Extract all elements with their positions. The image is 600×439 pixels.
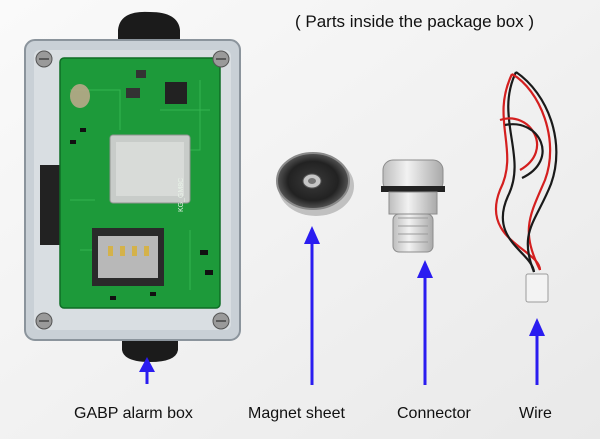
magnet-sheet	[276, 152, 354, 216]
package-contents-title: ( Parts inside the package box )	[295, 12, 535, 31]
wire	[494, 71, 558, 273]
arrow-connector	[417, 260, 433, 385]
arrow-wire	[529, 318, 545, 385]
caption-magnet-sheet: Magnet sheet	[248, 405, 345, 422]
module-marking: KG_GM8C	[178, 178, 185, 212]
alarm-box: KG_GM8C	[24, 11, 241, 362]
wire-plug	[525, 273, 549, 303]
arrow-magnet	[304, 226, 320, 385]
connector	[381, 159, 445, 253]
arrow-alarm-box	[139, 357, 155, 384]
caption-wire: Wire	[519, 405, 552, 422]
caption-alarm-box: GABP alarm box	[74, 405, 193, 422]
caption-connector: Connector	[397, 405, 471, 422]
